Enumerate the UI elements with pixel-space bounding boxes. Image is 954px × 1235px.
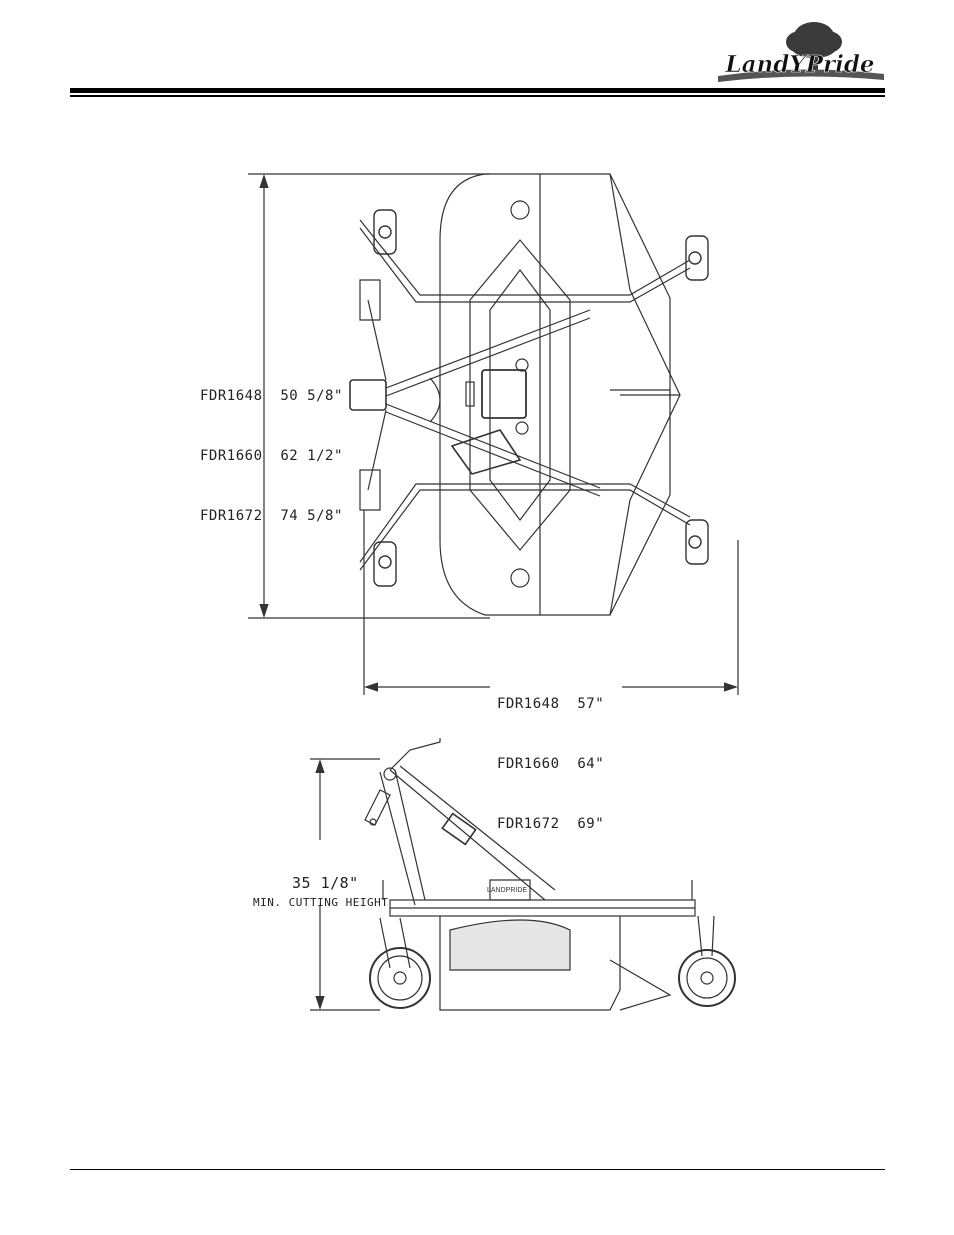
footer-rule: [70, 1169, 885, 1170]
height-dim-row: FDR1672 74 5/8": [200, 506, 343, 526]
mower-deck: [440, 174, 680, 615]
dim-value: 50 5/8": [280, 388, 343, 404]
model-label: FDR1672: [200, 508, 263, 524]
hitch-frame: [350, 280, 600, 510]
height-dim-row: FDR1648 50 5/8": [200, 386, 343, 406]
model-label: FDR1660: [200, 448, 263, 464]
side-height-value: 35 1/8": [292, 873, 359, 893]
height-dim-row: FDR1660 62 1/2": [200, 446, 343, 466]
height-dims-list: FDR1648 50 5/8" FDR1660 62 1/2" FDR1672 …: [200, 346, 343, 546]
deck-brand-label: LANDPRIDE: [487, 887, 527, 894]
header-rule-thick: [70, 88, 885, 93]
width-dim-row: FDR1648 57": [497, 694, 604, 714]
dim-value: 74 5/8": [280, 508, 343, 524]
side-height-note: MIN. CUTTING HEIGHT: [253, 893, 388, 913]
dim-value: 57": [577, 696, 604, 712]
logo-wordmark: LandYPride: [724, 51, 874, 78]
model-label: FDR1648: [497, 696, 560, 712]
dim-value: 62 1/2": [280, 448, 343, 464]
side-frame: [390, 880, 695, 1010]
header-rule-thin: [70, 95, 885, 97]
model-label: FDR1648: [200, 388, 263, 404]
caster-wheels: [374, 210, 708, 586]
landpride-logo: LandYPride: [712, 14, 888, 86]
